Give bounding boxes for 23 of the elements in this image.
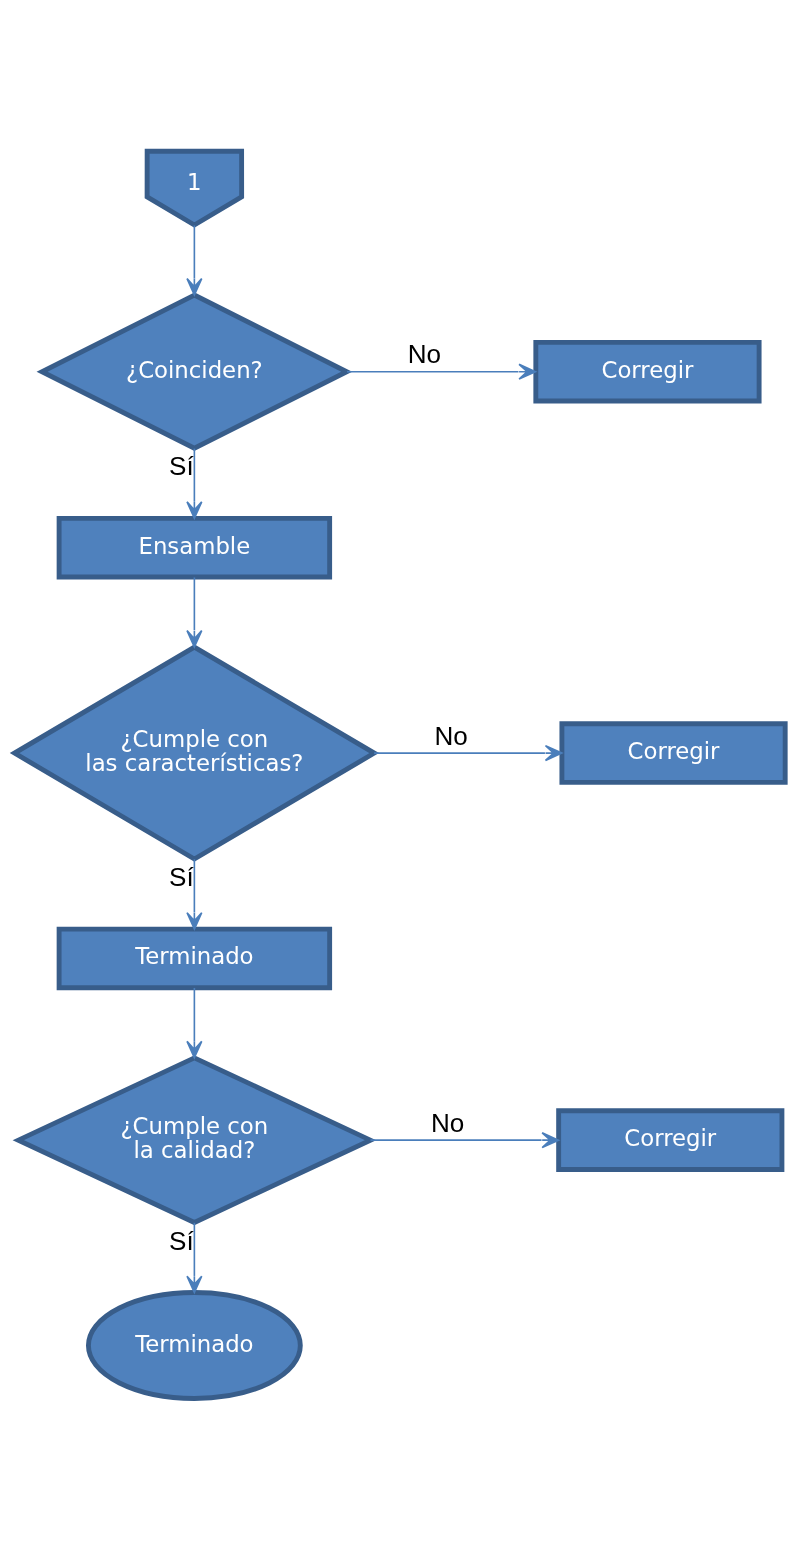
- edge-label: Sí: [169, 861, 194, 892]
- node-diamond: ¿Coinciden?: [36, 291, 353, 451]
- node-diamond: ¿Cumple con las características?: [9, 643, 380, 862]
- arrow: [186, 576, 203, 648]
- arrow: [186, 858, 203, 930]
- edge-label: No: [430, 1107, 465, 1138]
- node-box: Corregir: [533, 339, 762, 403]
- arrow: [369, 1131, 560, 1148]
- arrow: [186, 447, 203, 519]
- edge-label: Sí: [169, 450, 194, 481]
- node-box: Corregir: [556, 1107, 785, 1172]
- arrow: [186, 1221, 203, 1293]
- edge-label: No: [434, 720, 468, 751]
- node-box: Terminado: [56, 926, 333, 990]
- arrow: [186, 224, 203, 296]
- arrow: [373, 744, 563, 761]
- edge-label: Sí: [169, 1225, 194, 1255]
- edge-label: No: [407, 338, 442, 369]
- node-box: Ensamble: [56, 515, 333, 579]
- arrow: [346, 363, 537, 380]
- node-box: Corregir: [559, 720, 788, 785]
- arrow: [186, 986, 203, 1058]
- node-ellipse: Terminado: [86, 1289, 303, 1401]
